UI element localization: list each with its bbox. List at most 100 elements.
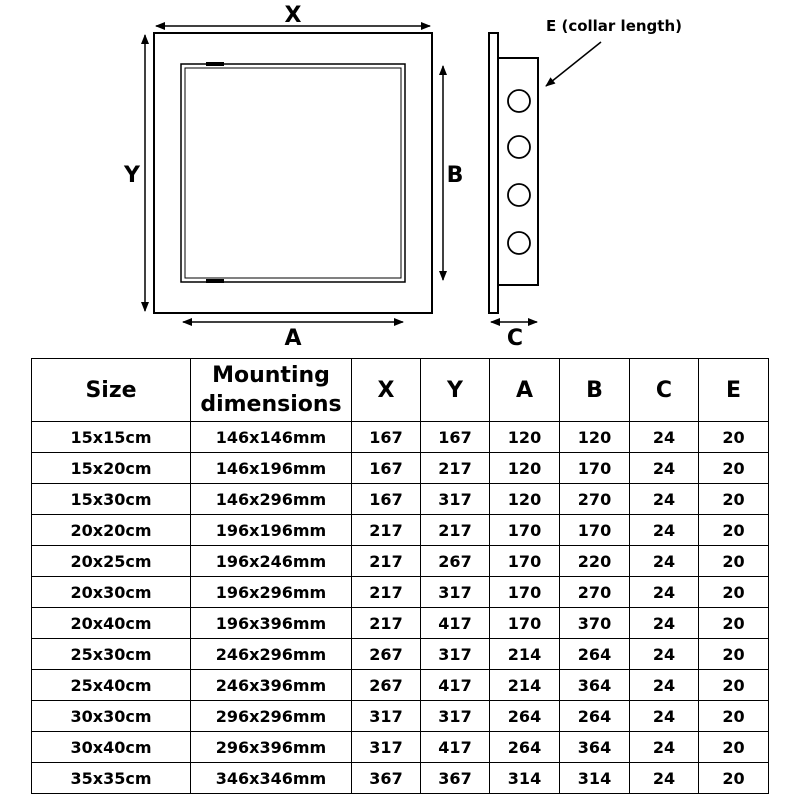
table-cell: 146x196mm (190, 452, 352, 484)
table-cell: 170 (559, 514, 630, 546)
table-cell: 15x30cm (31, 483, 191, 515)
side-view: E (collar length) C (488, 17, 682, 351)
table-cell: 20 (698, 483, 769, 515)
table-cell: 217 (351, 545, 421, 577)
table-cell: 196x246mm (190, 545, 352, 577)
table-cell: 20 (698, 669, 769, 701)
table-cell: 296x396mm (190, 731, 352, 763)
clip-circle-1 (507, 89, 531, 113)
table-cell: 167 (420, 421, 490, 453)
table-cell: 20x20cm (31, 514, 191, 546)
frame-lip (488, 32, 499, 314)
table-cell: 170 (489, 514, 560, 546)
table-cell: 417 (420, 669, 490, 701)
table-cell: 217 (420, 514, 490, 546)
dimension-a-label: A (284, 326, 301, 351)
table-cell: 24 (629, 452, 699, 484)
table-cell: 120 (489, 452, 560, 484)
table-cell: 217 (351, 514, 421, 546)
table-cell: 417 (420, 731, 490, 763)
table-cell: 246x396mm (190, 669, 352, 701)
column-header: C (629, 358, 699, 422)
table-cell: 20x40cm (31, 607, 191, 639)
table-cell: 24 (629, 762, 699, 794)
table-cell: 24 (629, 514, 699, 546)
table-cell: 120 (489, 421, 560, 453)
table-cell: 170 (559, 452, 630, 484)
column-header: A (489, 358, 560, 422)
table-cell: 264 (559, 638, 630, 670)
dimension-c-label: C (507, 326, 523, 351)
table-cell: 24 (629, 638, 699, 670)
table-cell: 267 (351, 638, 421, 670)
table-cell: 417 (420, 607, 490, 639)
table-cell: 167 (351, 483, 421, 515)
table-cell: 196x296mm (190, 576, 352, 608)
table-cell: 217 (420, 452, 490, 484)
table-cell: 367 (420, 762, 490, 794)
dimension-b-label: B (447, 163, 464, 188)
table-cell: 167 (351, 421, 421, 453)
table-cell: 214 (489, 638, 560, 670)
table-cell: 24 (629, 669, 699, 701)
table-cell: 296x296mm (190, 700, 352, 732)
table-cell: 35x35cm (31, 762, 191, 794)
table-cell: 24 (629, 731, 699, 763)
dimension-e-arrow (545, 41, 602, 87)
table-cell: 20 (698, 700, 769, 732)
table-cell: 267 (351, 669, 421, 701)
table-cell: 24 (629, 545, 699, 577)
dimension-e-label: E (collar length) (546, 17, 682, 35)
door-panel-outer (180, 63, 406, 283)
table-cell: 196x396mm (190, 607, 352, 639)
table-cell: 317 (420, 638, 490, 670)
table-cell: 314 (489, 762, 560, 794)
table-cell: 24 (629, 607, 699, 639)
table-cell: 20x30cm (31, 576, 191, 608)
table-cell: 264 (489, 731, 560, 763)
table-cell: 24 (629, 421, 699, 453)
table-cell: 24 (629, 576, 699, 608)
table-cell: 15x15cm (31, 421, 191, 453)
table-cell: 267 (420, 545, 490, 577)
table-cell: 20 (698, 638, 769, 670)
table-cell: 30x40cm (31, 731, 191, 763)
table-cell: 364 (559, 731, 630, 763)
table-cell: 20 (698, 762, 769, 794)
access-panel-diagram: X Y A B E (collar length) C (123, 3, 682, 351)
table-cell: 170 (489, 545, 560, 577)
table-cell: 20 (698, 452, 769, 484)
table-cell: 167 (351, 452, 421, 484)
dimension-y-label: Y (123, 163, 141, 188)
table-cell: 20 (698, 731, 769, 763)
column-header: X (351, 358, 421, 422)
hinge-top (206, 62, 224, 66)
table-cell: 15x20cm (31, 452, 191, 484)
table-cell: 20 (698, 607, 769, 639)
table-cell: 317 (351, 731, 421, 763)
clip-circle-2 (507, 135, 531, 159)
clip-circle-4 (507, 231, 531, 255)
table-cell: 214 (489, 669, 560, 701)
door-panel-inner (184, 67, 402, 279)
table-cell: 264 (559, 700, 630, 732)
table-cell: 346x346mm (190, 762, 352, 794)
column-header: Y (420, 358, 490, 422)
table-cell: 246x296mm (190, 638, 352, 670)
table-cell: 170 (489, 576, 560, 608)
table-cell: 24 (629, 700, 699, 732)
table-cell: 264 (489, 700, 560, 732)
table-cell: 120 (489, 483, 560, 515)
table-cell: 170 (489, 607, 560, 639)
table-cell: 120 (559, 421, 630, 453)
column-header: Mounting dimensions (190, 358, 352, 422)
table-cell: 270 (559, 483, 630, 515)
